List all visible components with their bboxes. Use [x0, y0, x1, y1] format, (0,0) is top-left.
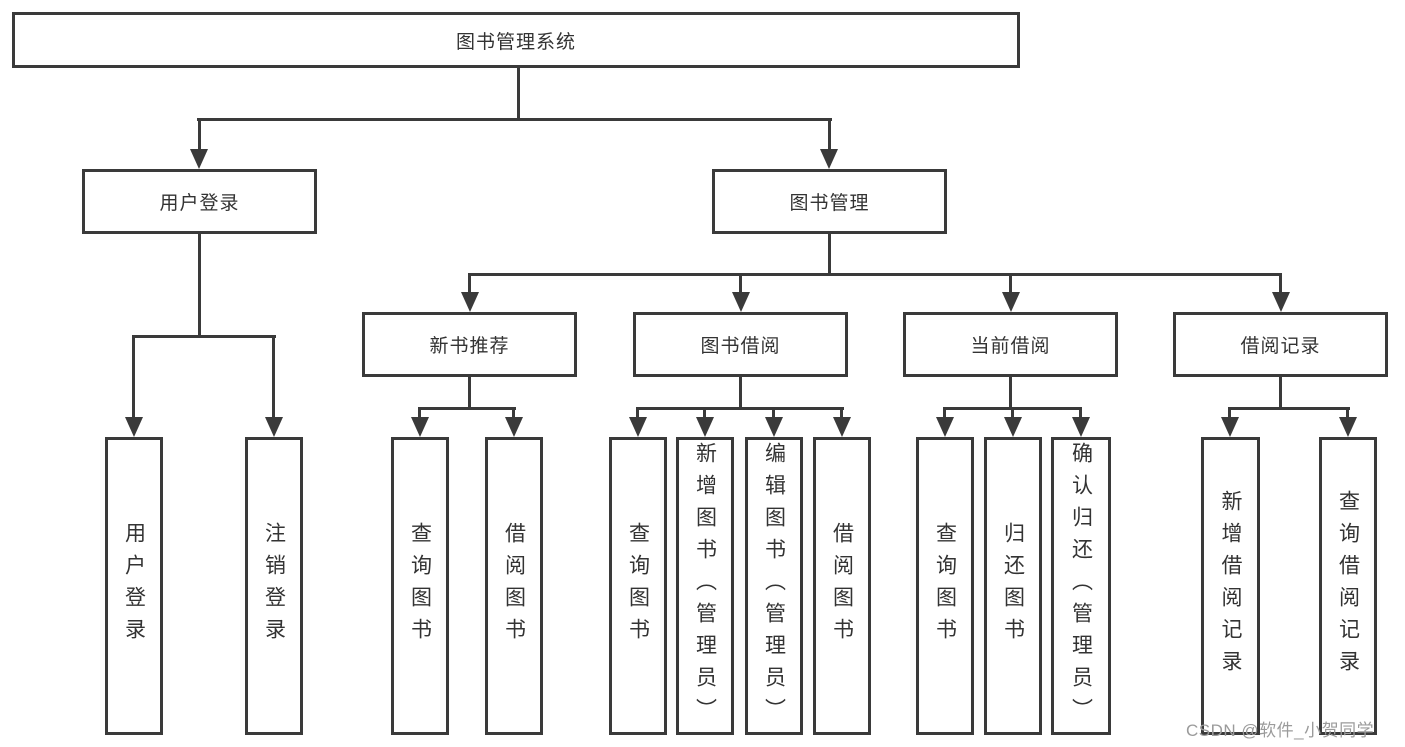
- connector-book-mgmt-drop: [828, 118, 831, 149]
- connector-current-drop-2: [1011, 407, 1014, 417]
- node-query-books-recommend-label: 查询图书: [408, 522, 432, 650]
- node-book-borrowing: 图书借阅: [633, 312, 848, 377]
- arrowhead-current-3: [1072, 417, 1090, 437]
- connector-mgmt-drop-3: [1009, 273, 1012, 292]
- connector-current-stem: [1009, 377, 1012, 407]
- arrowhead-new-book: [461, 292, 479, 312]
- node-query-books-borrow-label: 查询图书: [626, 522, 650, 650]
- connector-newbook-drop-1: [418, 407, 421, 417]
- node-return-book-label: 归还图书: [1001, 522, 1025, 650]
- connector-root-bar: [197, 118, 832, 121]
- arrowhead-borrow-3: [765, 417, 783, 437]
- node-query-books-current: 查询图书: [916, 437, 974, 735]
- node-return-book: 归还图书: [984, 437, 1042, 735]
- connector-mgmt-drop-4: [1279, 273, 1282, 292]
- connector-current-drop-1: [943, 407, 946, 417]
- arrowhead-login-2: [265, 417, 283, 437]
- connector-records-bar: [1228, 407, 1350, 410]
- arrowhead-current-2: [1004, 417, 1022, 437]
- arrowhead-current-1: [936, 417, 954, 437]
- node-query-borrow-record: 查询借阅记录: [1319, 437, 1377, 735]
- csdn-watermark: CSDN @软件_小贺同学: [1186, 721, 1375, 740]
- arrowhead-user-login: [190, 149, 208, 169]
- arrowhead-login-1: [125, 417, 143, 437]
- node-borrowing-records: 借阅记录: [1173, 312, 1388, 377]
- node-logout-label: 注销登录: [262, 522, 286, 650]
- connector-mgmt-stem: [828, 234, 831, 273]
- node-confirm-return-admin-label: 确认归还（管理员）: [1069, 442, 1093, 730]
- arrowhead-borrow-1: [629, 417, 647, 437]
- arrowhead-records-1: [1221, 417, 1239, 437]
- connector-root-stem: [517, 67, 520, 118]
- node-logout: 注销登录: [245, 437, 303, 735]
- node-login: 用户登录: [105, 437, 163, 735]
- arrowhead-borrow-records: [1272, 292, 1290, 312]
- node-edit-book-admin-label: 编辑图书（管理员）: [762, 442, 786, 730]
- node-add-book-admin: 新增图书（管理员）: [676, 437, 734, 735]
- connector-borrow-drop-2: [703, 407, 706, 417]
- connector-borrow-drop-1: [636, 407, 639, 417]
- node-borrow-books-recommend: 借阅图书: [485, 437, 543, 735]
- node-borrow-books-recommend-label: 借阅图书: [502, 522, 526, 650]
- connector-borrow-bar: [636, 407, 844, 410]
- connector-user-login-drop: [198, 118, 201, 149]
- connector-records-drop-1: [1228, 407, 1231, 417]
- connector-login-stem: [198, 234, 201, 335]
- node-book-management: 图书管理: [712, 169, 947, 234]
- node-library-system: 图书管理系统: [12, 12, 1020, 68]
- node-add-borrow-record: 新增借阅记录: [1201, 437, 1260, 735]
- connector-mgmt-bar: [468, 273, 1282, 276]
- connector-newbook-stem: [468, 377, 471, 407]
- connector-borrow-stem: [739, 377, 742, 407]
- connector-records-drop-2: [1346, 407, 1349, 417]
- connector-login-drop-2: [272, 335, 275, 417]
- node-confirm-return-admin: 确认归还（管理员）: [1051, 437, 1111, 735]
- node-add-borrow-record-label: 新增借阅记录: [1219, 490, 1242, 682]
- connector-mgmt-drop-1: [468, 273, 471, 292]
- node-new-book-recommend: 新书推荐: [362, 312, 577, 377]
- arrowhead-newbook-2: [505, 417, 523, 437]
- arrowhead-records-2: [1339, 417, 1357, 437]
- node-login-label: 用户登录: [122, 522, 146, 650]
- node-borrow-books: 借阅图书: [813, 437, 871, 735]
- node-user-login: 用户登录: [82, 169, 317, 234]
- connector-mgmt-drop-2: [739, 273, 742, 292]
- connector-borrow-drop-3: [772, 407, 775, 417]
- arrowhead-book-mgmt: [820, 149, 838, 169]
- connector-borrow-drop-4: [840, 407, 843, 417]
- arrowhead-book-borrow: [732, 292, 750, 312]
- connector-newbook-drop-2: [512, 407, 515, 417]
- arrowhead-borrow-2: [696, 417, 714, 437]
- node-borrow-books-label: 借阅图书: [830, 522, 854, 650]
- arrowhead-current-borrow: [1002, 292, 1020, 312]
- connector-records-stem: [1279, 377, 1282, 407]
- node-query-borrow-record-label: 查询借阅记录: [1336, 490, 1360, 682]
- node-add-book-admin-label: 新增图书（管理员）: [693, 442, 717, 730]
- node-query-books-borrow: 查询图书: [609, 437, 667, 735]
- node-query-books-recommend: 查询图书: [391, 437, 449, 735]
- connector-login-bar: [132, 335, 276, 338]
- arrowhead-newbook-1: [411, 417, 429, 437]
- connector-current-drop-3: [1079, 407, 1082, 417]
- connector-newbook-bar: [418, 407, 516, 410]
- arrowhead-borrow-4: [833, 417, 851, 437]
- node-current-borrowing: 当前借阅: [903, 312, 1118, 377]
- node-edit-book-admin: 编辑图书（管理员）: [745, 437, 803, 735]
- node-query-books-current-label: 查询图书: [933, 522, 957, 650]
- connector-login-drop-1: [132, 335, 135, 417]
